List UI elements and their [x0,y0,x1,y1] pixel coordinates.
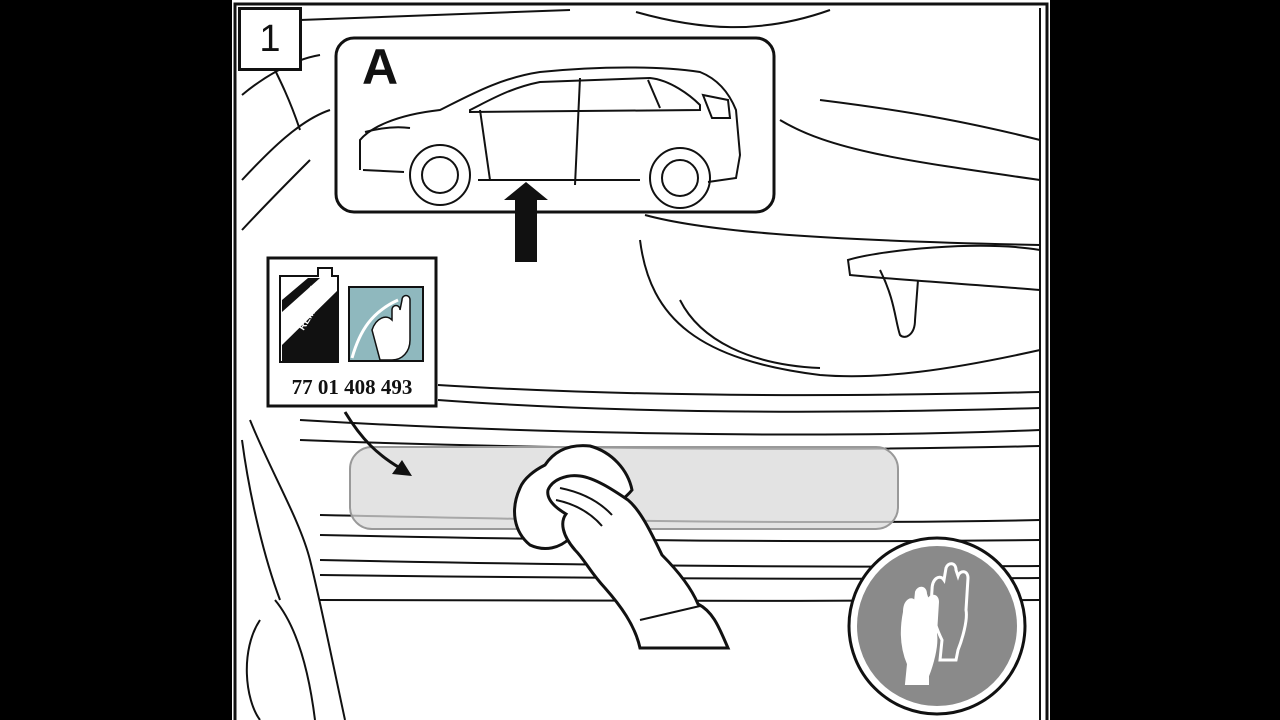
protective-gloves-icon [847,536,1027,716]
door-frame-lines [241,8,1041,720]
hand-wipe-icon [348,286,424,362]
leader-arrow [343,411,401,470]
vehicle-illustration [359,66,742,209]
degreaser-panel [266,256,438,408]
arrow-up-icon [504,182,548,262]
vehicle-inset-panel [334,36,776,262]
leader-arrowhead [392,460,412,476]
step-number: 1 [238,7,302,71]
grease-remover-can-icon [279,267,339,363]
hand-with-cloth [513,444,731,650]
illustration-border [233,2,1049,720]
part-number: 77 01 408 493 [291,375,413,399]
vehicle-inset-label: A [362,39,399,95]
